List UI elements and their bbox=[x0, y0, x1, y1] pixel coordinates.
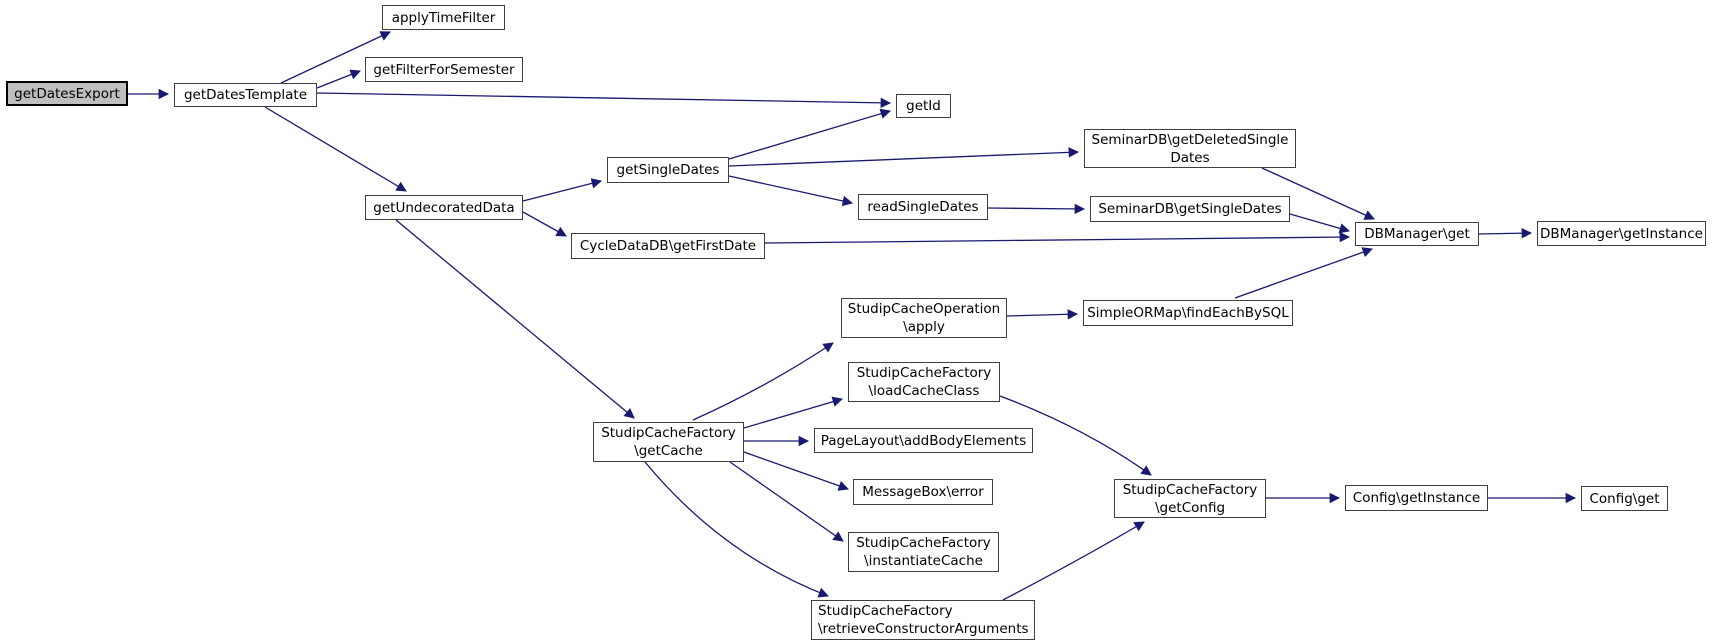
node-label: DBManager\get bbox=[1364, 226, 1470, 242]
edge-get-single-dates-to-get-id bbox=[728, 108, 891, 160]
edge-studip-cache-factory-get-cache-to-studip-cache-factory-instantiate-cache bbox=[729, 461, 844, 542]
node-get-single-dates[interactable]: getSingleDates bbox=[607, 157, 729, 183]
node-seminardb-get-single-dates[interactable]: SeminarDB\getSingleDates bbox=[1090, 196, 1290, 222]
node-label: getSingleDates bbox=[616, 162, 720, 178]
edge-get-single-dates-to-seminardb-get-deleted-single-dates bbox=[728, 147, 1080, 167]
node-config-get[interactable]: Config\get bbox=[1581, 486, 1668, 511]
edge-dbmanager-get-to-dbmanager-get-instance bbox=[1478, 227, 1533, 239]
node-studip-cache-factory-instantiate-cache[interactable]: StudipCacheFactory \instantiateCache bbox=[848, 532, 999, 572]
edge-studip-cache-factory-get-cache-to-studip-cache-factory-load-cache-class bbox=[743, 396, 843, 429]
node-label: StudipCacheFactory bbox=[1122, 481, 1258, 498]
node-label: StudipCacheFactory bbox=[856, 365, 992, 381]
node-label: Dates bbox=[1170, 149, 1210, 166]
node-studip-cache-factory-get-cache[interactable]: StudipCacheFactory \getCache bbox=[593, 422, 744, 462]
node-messagebox-error[interactable]: MessageBox\error bbox=[853, 479, 993, 505]
node-simpleormap-find-each-by-sql[interactable]: SimpleORMap\findEachBySQL bbox=[1083, 300, 1293, 326]
node-label: StudipCacheOperation bbox=[847, 301, 1001, 317]
node-label: SimpleORMap\findEachBySQL bbox=[1087, 305, 1289, 321]
edge-read-single-dates-to-seminardb-get-single-dates bbox=[987, 203, 1086, 215]
node-get-id[interactable]: getId bbox=[896, 94, 951, 118]
edge-get-dates-template-to-get-filter-for-semester bbox=[316, 69, 361, 89]
edge-get-dates-template-to-apply-time-filter bbox=[280, 31, 391, 84]
node-label: StudipCacheFactory bbox=[601, 425, 736, 441]
edge-studip-cache-factory-get-cache-to-studip-cache-factory-retrieve-constructor-arguments bbox=[644, 461, 829, 598]
edge-seminardb-get-deleted-single-dates-to-dbmanager-get bbox=[1261, 167, 1375, 220]
node-studip-cache-factory-retrieve-constructor-arguments[interactable]: StudipCacheFactory \retrieveConstructorAr… bbox=[811, 600, 1035, 640]
edge-studip-cache-factory-get-cache-to-messagebox-error bbox=[743, 451, 849, 491]
node-label: Config\getInstance bbox=[1352, 490, 1481, 506]
node-label: SeminarDB\getSingleDates bbox=[1098, 201, 1282, 217]
edge-get-undecorated-data-to-studip-cache-factory-get-cache bbox=[395, 219, 635, 419]
node-get-dates-export: getDatesExport bbox=[6, 81, 128, 106]
node-studip-cache-factory-get-config[interactable]: StudipCacheFactory\getConfig bbox=[1114, 479, 1266, 518]
edge-simpleormap-find-each-by-sql-to-dbmanager-get bbox=[1234, 247, 1373, 299]
node-label: \retrieveConstructorArguments bbox=[818, 621, 1029, 637]
edge-studip-cache-operation-apply-to-simpleormap-find-each-by-sql bbox=[1006, 309, 1079, 320]
node-read-single-dates[interactable]: readSingleDates bbox=[858, 194, 988, 220]
edge-get-single-dates-to-read-single-dates bbox=[728, 175, 854, 207]
node-label: DBManager\getInstance bbox=[1540, 225, 1703, 242]
node-label: Config\get bbox=[1589, 490, 1660, 507]
edge-get-undecorated-data-to-get-single-dates bbox=[522, 178, 603, 202]
edge-seminardb-get-single-dates-to-dbmanager-get bbox=[1289, 213, 1350, 234]
node-label: readSingleDates bbox=[867, 199, 979, 215]
node-get-dates-template[interactable]: getDatesTemplate bbox=[174, 83, 317, 107]
node-label: getUndecoratedData bbox=[373, 199, 515, 216]
node-label: \loadCacheClass bbox=[868, 383, 980, 399]
edge-get-dates-template-to-get-id bbox=[316, 92, 892, 109]
node-label: CycleDataDB\getFirstDate bbox=[579, 238, 757, 254]
node-get-filter-for-semester[interactable]: getFilterForSemester bbox=[365, 57, 523, 82]
node-get-undecorated-data[interactable]: getUndecoratedData bbox=[365, 195, 523, 220]
node-label: MessageBox\error bbox=[862, 484, 984, 500]
node-label: \apply bbox=[903, 319, 945, 335]
node-label: getDatesTemplate bbox=[183, 87, 308, 103]
node-label: getFilterForSemester bbox=[373, 61, 515, 78]
node-label: StudipCacheFactory bbox=[818, 603, 953, 619]
edge-studip-cache-factory-retrieve-constructor-arguments-to-studip-cache-factory-get-config bbox=[1002, 521, 1145, 601]
node-label: StudipCacheFactory bbox=[856, 535, 991, 551]
node-label: \getCache bbox=[634, 443, 703, 459]
node-label: \getConfig bbox=[1154, 499, 1226, 516]
edge-studip-cache-factory-get-cache-to-studip-cache-operation-apply bbox=[692, 342, 834, 421]
node-dbmanager-get[interactable]: DBManager\get bbox=[1355, 222, 1479, 246]
node-config-get-instance[interactable]: Config\getInstance bbox=[1345, 485, 1488, 511]
node-studip-cache-factory-load-cache-class[interactable]: StudipCacheFactory \loadCacheClass bbox=[848, 362, 1000, 402]
node-apply-time-filter[interactable]: applyTimeFilter bbox=[382, 5, 505, 30]
node-studip-cache-operation-apply[interactable]: StudipCacheOperation \apply bbox=[841, 298, 1007, 338]
edge-get-dates-template-to-get-undecorated-data bbox=[264, 106, 407, 192]
node-label: getDatesExport bbox=[14, 85, 120, 102]
node-label: applyTimeFilter bbox=[391, 9, 496, 26]
edge-get-undecorated-data-to-cycledatadb-get-first-date bbox=[522, 211, 567, 237]
node-dbmanager-get-instance[interactable]: DBManager\getInstance bbox=[1537, 221, 1706, 246]
node-pagelayout-add-body-elements[interactable]: PageLayout\addBodyElements bbox=[814, 428, 1033, 453]
node-cycledatadb-get-first-date[interactable]: CycleDataDB\getFirstDate bbox=[571, 233, 765, 259]
node-label: PageLayout\addBodyElements bbox=[820, 432, 1027, 449]
node-label: getId bbox=[906, 98, 941, 114]
edge-cycledatadb-get-first-date-to-dbmanager-get bbox=[764, 231, 1351, 244]
node-label: SeminarDB\getDeletedSingle bbox=[1091, 131, 1289, 148]
node-label: \instantiateCache bbox=[864, 553, 983, 569]
edge-studip-cache-factory-load-cache-class-to-studip-cache-factory-get-config bbox=[999, 395, 1152, 476]
